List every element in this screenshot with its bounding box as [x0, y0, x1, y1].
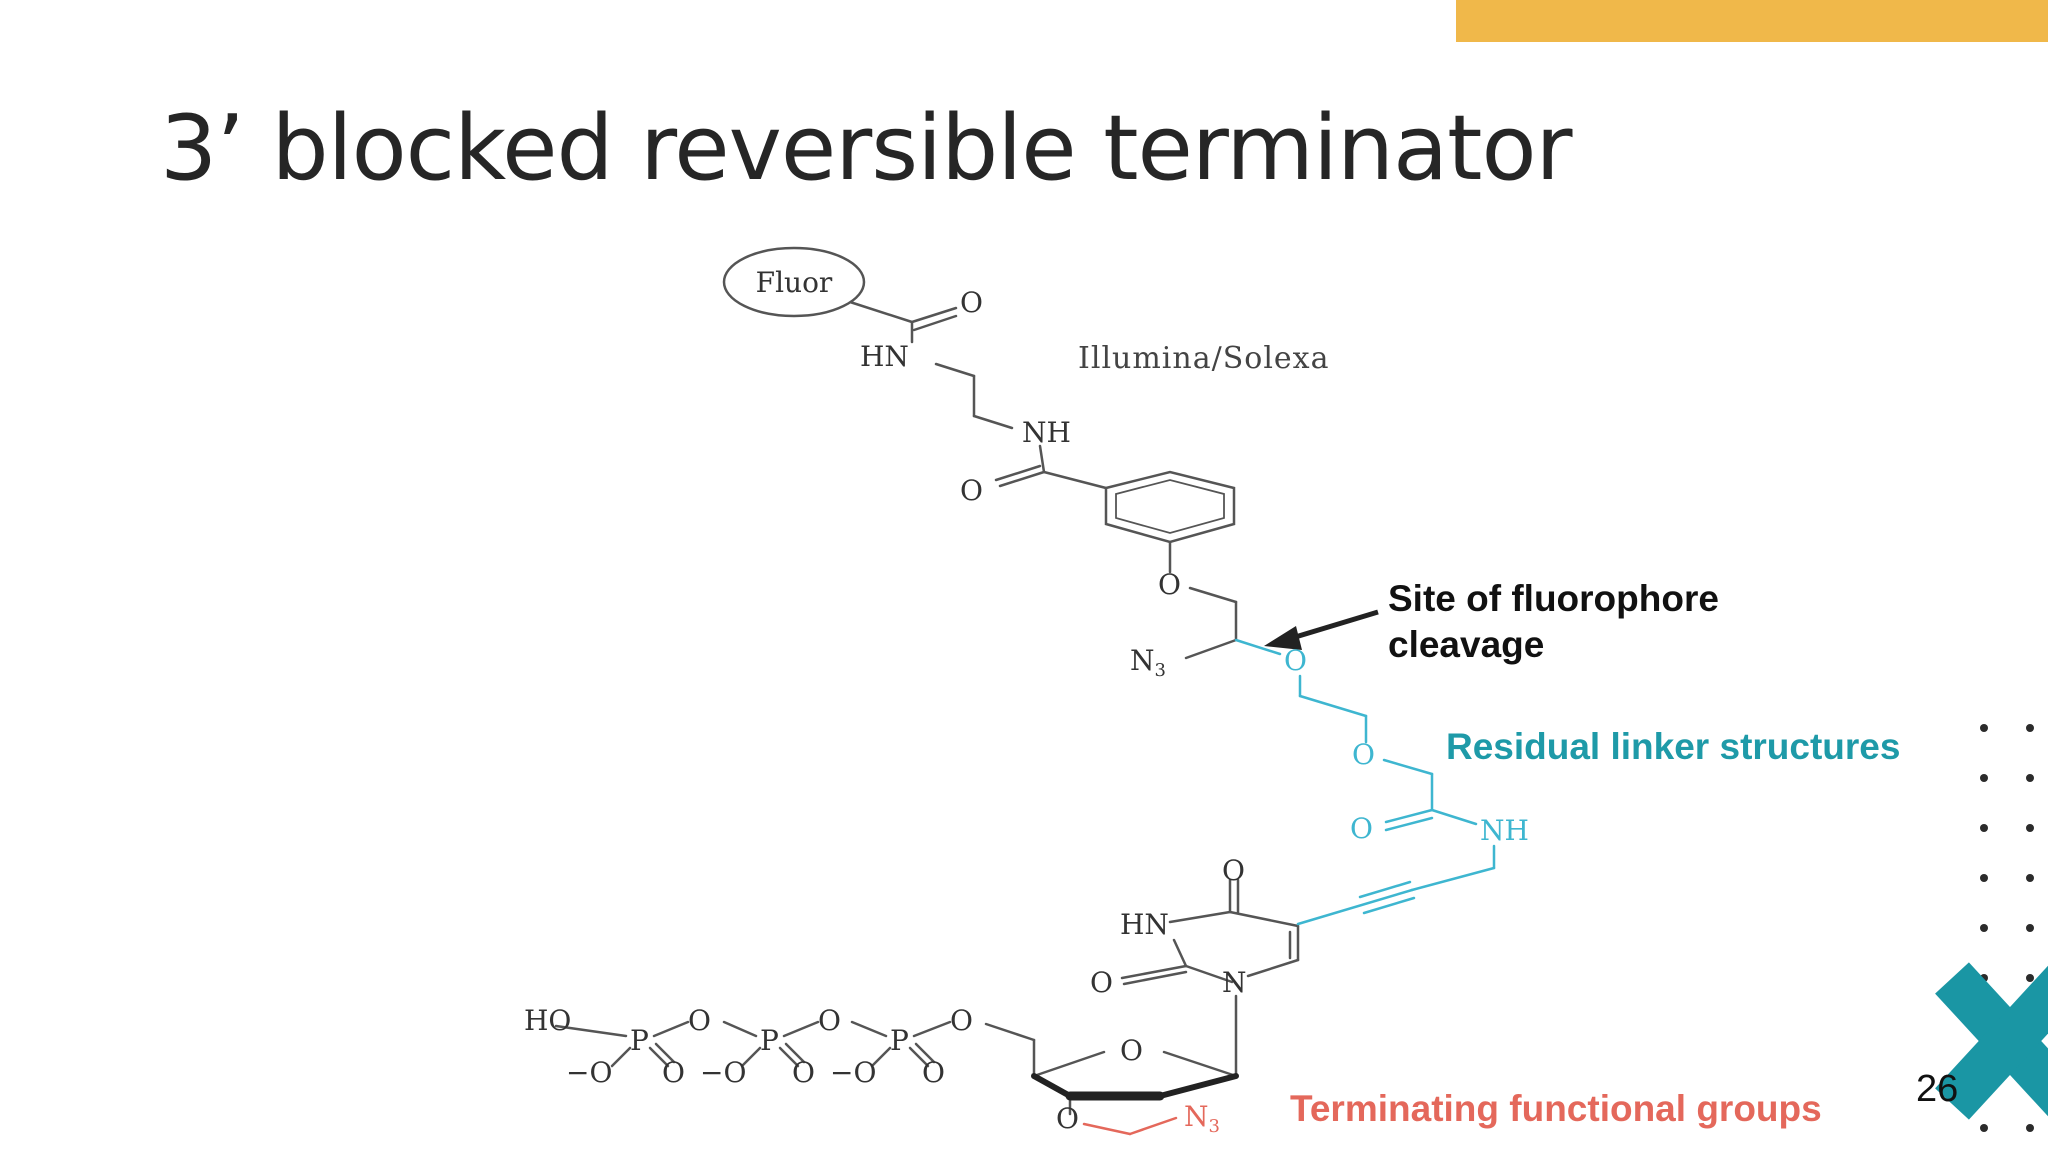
atom-hn-top: HN: [860, 340, 909, 373]
atom-o-minus-2: −O: [700, 1056, 746, 1089]
atom-o-double-3: O: [922, 1056, 945, 1089]
atom-o-double-2: O: [792, 1056, 815, 1089]
atom-o-carbonyl-top: O: [960, 286, 983, 319]
atom-ho: HO: [524, 1004, 571, 1037]
atom-o-minus-3: −O: [830, 1056, 876, 1089]
accent-bar: [1456, 0, 2048, 42]
atom-o-bridge-1: O: [688, 1004, 711, 1037]
callout-cleavage-line1: Site of fluorophore: [1388, 578, 1719, 619]
slide-title: 3’ blocked reversible terminator: [160, 96, 1573, 201]
atom-o-double-1: O: [662, 1056, 685, 1089]
atom-o-ether: O: [1158, 568, 1181, 601]
atom-o-3prime: O: [1056, 1102, 1079, 1135]
page-number: 26: [1916, 1068, 1959, 1110]
x-logo-icon: [1935, 962, 2048, 1120]
fluor-circle: [722, 246, 866, 318]
atom-p3: P: [890, 1024, 909, 1057]
atom-nh-mid: NH: [1022, 416, 1071, 449]
atom-o-uracil-top: O: [1222, 854, 1245, 887]
atom-o-linker-carbonyl: O: [1350, 812, 1373, 845]
callout-terminating: Terminating functional groups: [1290, 1088, 1822, 1129]
cleavage-arrow: [1264, 609, 1379, 650]
atom-o-uracil-left: O: [1090, 966, 1113, 999]
atom-o-minus-1: −O: [566, 1056, 612, 1089]
atom-n3-side: N3: [1130, 644, 1166, 681]
callout-cleavage: Site of fluorophore cleavage: [1388, 576, 1719, 668]
atom-p2: P: [760, 1024, 779, 1057]
atom-o-5prime: O: [950, 1004, 973, 1037]
callout-cleavage-line2: cleavage: [1388, 624, 1545, 665]
callout-linker: Residual linker structures: [1446, 726, 1901, 767]
terminating-bonds: [1082, 1116, 1178, 1136]
atom-n-uracil: N: [1222, 966, 1247, 999]
sugar-wedge-bonds: [1031, 1073, 1239, 1101]
atom-o-carbonyl-mid: O: [960, 474, 983, 507]
atom-p1: P: [630, 1024, 649, 1057]
fluor-label: Fluor: [756, 266, 833, 299]
atom-o-bridge-2: O: [818, 1004, 841, 1037]
atom-o-linker-2: O: [1352, 738, 1375, 771]
linker-bonds: [1234, 638, 1496, 926]
source-label: Illumina/Solexa: [1078, 341, 1329, 376]
atom-o-sugar-ring: O: [1120, 1034, 1143, 1067]
atom-o-linker-1: O: [1284, 644, 1307, 677]
atom-hn-uracil: HN: [1120, 908, 1169, 941]
atom-nh-linker: NH: [1480, 814, 1529, 847]
atom-n3-terminating: N3: [1184, 1100, 1220, 1137]
